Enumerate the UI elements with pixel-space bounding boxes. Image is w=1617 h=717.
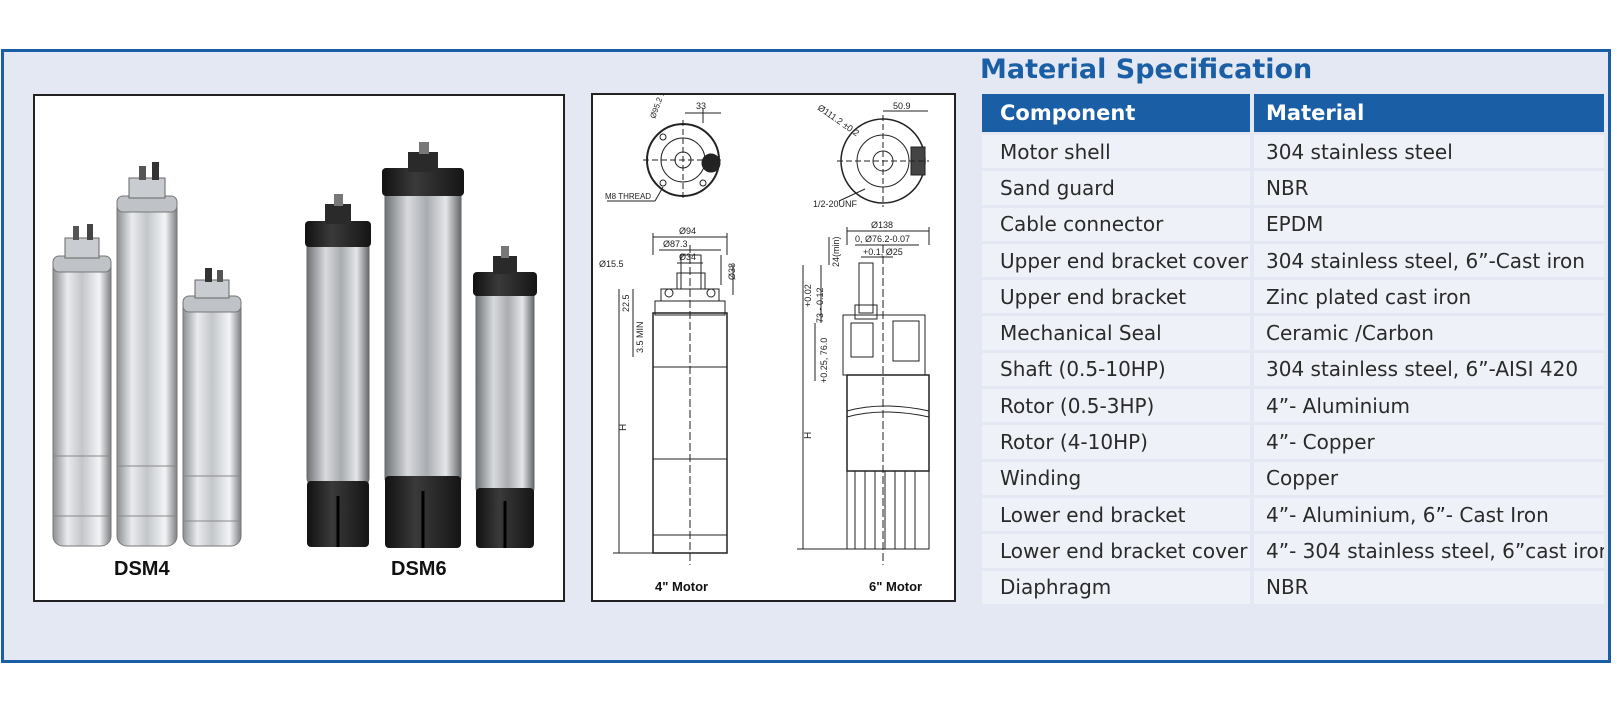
m6-left-dim: 73 - 0.12 (815, 287, 825, 323)
table-row: Upper end bracket Zinc plated cast iron (982, 280, 1604, 314)
table-row: Lower end bracket 4”- Aluminium, 6”- Cas… (982, 497, 1604, 532)
component-cell: Motor shell (982, 135, 1250, 169)
material-cell: Copper (1254, 461, 1604, 495)
motor4-top-view (607, 109, 723, 202)
m4-body-dia: Ø94 (679, 226, 696, 236)
table-row: Shaft (0.5-10HP) 304 stainless steel, 6”… (982, 352, 1604, 387)
m6-body-dia: Ø138 (871, 220, 893, 230)
motor6-top-view (837, 110, 929, 207)
dsm6-motor-left (305, 194, 371, 547)
m6-thread-label: 1/2-20UNF (813, 199, 858, 209)
component-cell: Lower end bracket cover (982, 534, 1250, 568)
dsm4-motor-small (52, 224, 112, 547)
table-row: Cable connector EPDM (982, 207, 1604, 241)
m4-flange-dia: Ø87.3 (663, 239, 688, 249)
dsm6-label: DSM6 (391, 558, 447, 580)
motor-dimension-drawing: 33 Ø95.2 ±0.2 M8 THREAD Ø94 Ø87.3 Ø34 (599, 79, 930, 565)
motor4-side-view (613, 233, 734, 565)
technical-drawing-panel: 33 Ø95.2 ±0.2 M8 THREAD Ø94 Ø87.3 Ø34 (591, 79, 956, 602)
table-row: Lower end bracket cover 4”- 304 stainles… (982, 534, 1604, 568)
m4-height-2: 3.5 MIN (635, 321, 645, 353)
m4-thread-label: M8 THREAD (605, 192, 651, 201)
material-cell: Ceramic /Carbon (1254, 316, 1604, 350)
component-cell: Rotor (0.5-3HP) (982, 389, 1250, 423)
dsm4-label: DSM4 (114, 558, 170, 580)
material-cell: Zinc plated cast iron (1254, 280, 1604, 314)
m6-flange-dia: 0, Ø76.2-0.07 (855, 234, 910, 244)
component-cell: Mechanical Seal (982, 316, 1250, 350)
dsm6-motor-right (473, 246, 537, 548)
m6-top-dia: Ø111.2 ±0.2 (816, 102, 861, 138)
m6-min-height: 24(min) (831, 236, 841, 267)
component-cell: Cable connector (982, 207, 1250, 241)
header-component: Component (982, 94, 1250, 132)
product-photo-panel: DSM4 DSM6 (33, 94, 565, 602)
m4-left-dia: Ø15.5 (599, 259, 624, 269)
table-row: Rotor (4-10HP) 4”- Copper (982, 425, 1604, 459)
spec-title: Material Specification (980, 54, 1313, 85)
component-cell: Winding (982, 461, 1250, 495)
material-cell: EPDM (1254, 207, 1604, 241)
table-row: Motor shell 304 stainless steel (982, 135, 1604, 169)
motor4-label: 4" Motor (655, 579, 709, 594)
table-row: Rotor (0.5-3HP) 4”- Aluminium (982, 389, 1604, 423)
dsm4-motor-medium (182, 268, 242, 547)
table-row: Upper end bracket cover 304 stainless st… (982, 243, 1604, 278)
table-row: Winding Copper (982, 461, 1604, 495)
m4-top-width: 33 (696, 101, 706, 111)
m6-shaft-dia: +0.1, Ø25 (863, 247, 903, 257)
m4-top-dia: Ø95.2 ±0.2 (648, 95, 670, 120)
dsm4-motor-large (116, 162, 178, 547)
m6-left-dim2: +0.25, 76.0 (819, 338, 829, 383)
m6-left-tol: +0.02 (803, 284, 813, 307)
material-cell: 4”- Aluminium, 6”- Cast Iron (1254, 497, 1604, 532)
m4-right-dia: Ø38 (727, 263, 737, 280)
table-row: Sand guard NBR (982, 171, 1604, 205)
header-material: Material (1254, 94, 1604, 132)
component-cell: Rotor (4-10HP) (982, 425, 1250, 459)
m4-height-1: 22.5 (621, 294, 631, 312)
component-cell: Sand guard (982, 171, 1250, 205)
component-cell: Shaft (0.5-10HP) (982, 352, 1250, 387)
dsm6-motor-center (382, 142, 464, 548)
material-cell: 4”- Aluminium (1254, 389, 1604, 423)
material-cell: 4”- Copper (1254, 425, 1604, 459)
material-spec-table: Component Material Motor shell 304 stain… (982, 94, 1604, 607)
motor6-label: 6" Motor (869, 579, 923, 594)
material-cell: NBR (1254, 171, 1604, 205)
table-row: Mechanical Seal Ceramic /Carbon (982, 316, 1604, 350)
component-cell: Upper end bracket (982, 280, 1250, 314)
component-cell: Diaphragm (982, 570, 1250, 604)
m6-top-width: 50.9 (893, 101, 911, 111)
motor6-side-view (797, 227, 930, 565)
m6-height-h: H (803, 432, 814, 439)
m4-shaft-dia: Ø34 (679, 252, 696, 262)
table-row: Diaphragm NBR (982, 570, 1604, 604)
material-cell: 4”- 304 stainless steel, 6”cast iron (1254, 534, 1604, 568)
component-cell: Upper end bracket cover (982, 243, 1250, 278)
material-cell: 304 stainless steel (1254, 135, 1604, 169)
m4-height-h: H (618, 424, 629, 431)
motor-photos-illustration (52, 142, 537, 548)
spec-table-header: Component Material (982, 94, 1604, 132)
material-cell: 304 stainless steel, 6”-Cast iron (1254, 243, 1604, 278)
material-cell: NBR (1254, 570, 1604, 604)
component-cell: Lower end bracket (982, 497, 1250, 532)
material-cell: 304 stainless steel, 6”-AISI 420 (1254, 352, 1604, 387)
